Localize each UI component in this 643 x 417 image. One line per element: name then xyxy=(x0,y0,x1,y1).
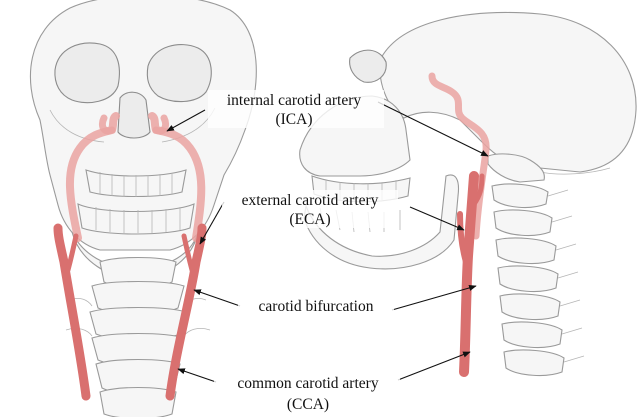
eca-label-line1: external carotid artery xyxy=(242,192,379,209)
ica-label-line2: (ICA) xyxy=(275,111,312,128)
arrow-bifurcation-front xyxy=(194,290,240,306)
eca-label-line2: (ECA) xyxy=(289,211,330,228)
arrow-cca-side xyxy=(398,352,470,380)
cca-label-line2: (CCA) xyxy=(287,396,329,413)
ica-label-line1: internal carotid artery xyxy=(227,92,362,109)
cca-label-line1: common carotid artery xyxy=(237,375,378,392)
arrow-cca-front xyxy=(178,369,216,382)
bifurcation-label: carotid bifurcation xyxy=(259,298,374,315)
